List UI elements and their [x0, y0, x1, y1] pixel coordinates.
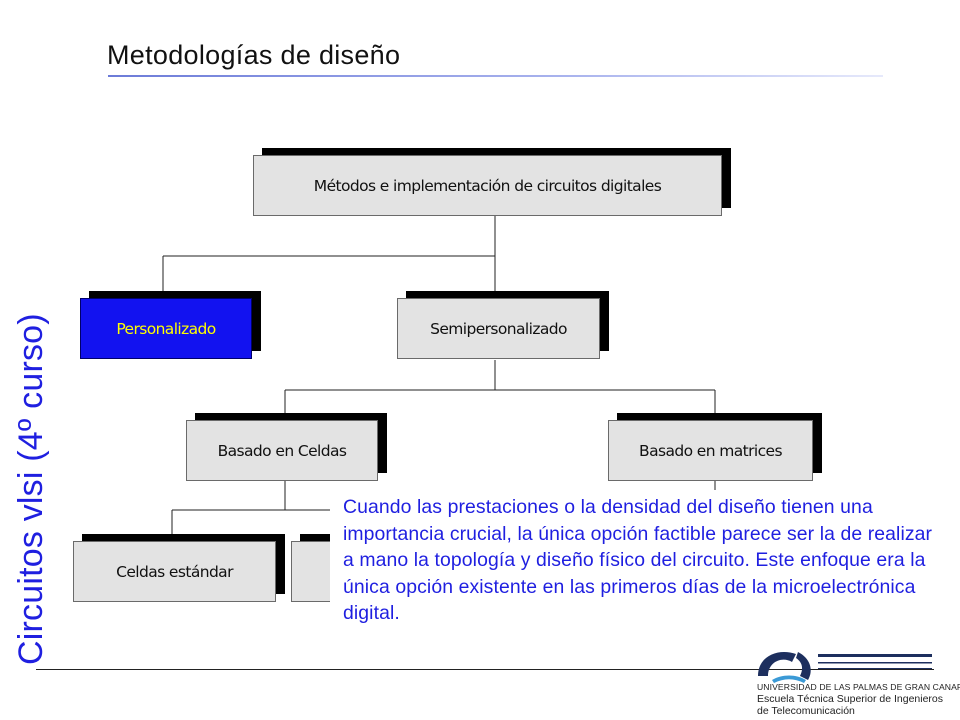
title-underline: [108, 75, 883, 77]
slide-title: Metodologías de diseño: [107, 40, 401, 70]
callout-text: Cuando las prestaciones o la densidad de…: [330, 490, 942, 640]
node-celdas-estandar-label: Celdas estándar: [73, 541, 276, 602]
node-basado-en-celdas-label: Basado en Celdas: [186, 420, 378, 481]
logo-university-name: UNIVERSIDAD DE LAS PALMAS DE GRAN CANARI…: [757, 682, 960, 692]
logo-school-name-1: Escuela Técnica Superior de Ingenieros: [757, 693, 944, 705]
university-logo: UNIVERSIDAD DE LAS PALMAS DE GRAN CANARI…: [752, 640, 960, 720]
node-semipersonalizado-label: Semipersonalizado: [397, 298, 600, 359]
footer-divider: [36, 669, 934, 670]
logo-school-name-2: de Telecomunicación: [757, 705, 855, 717]
university-logo-icon: [758, 652, 932, 683]
node-basado-en-matrices-label: Basado en matrices: [608, 420, 813, 481]
node-root-label: Métodos e implementación de circuitos di…: [253, 155, 722, 216]
node-personalizado-label: Personalizado: [80, 298, 252, 359]
side-course-label: Circuitos vlsi (4º curso): [12, 313, 50, 665]
